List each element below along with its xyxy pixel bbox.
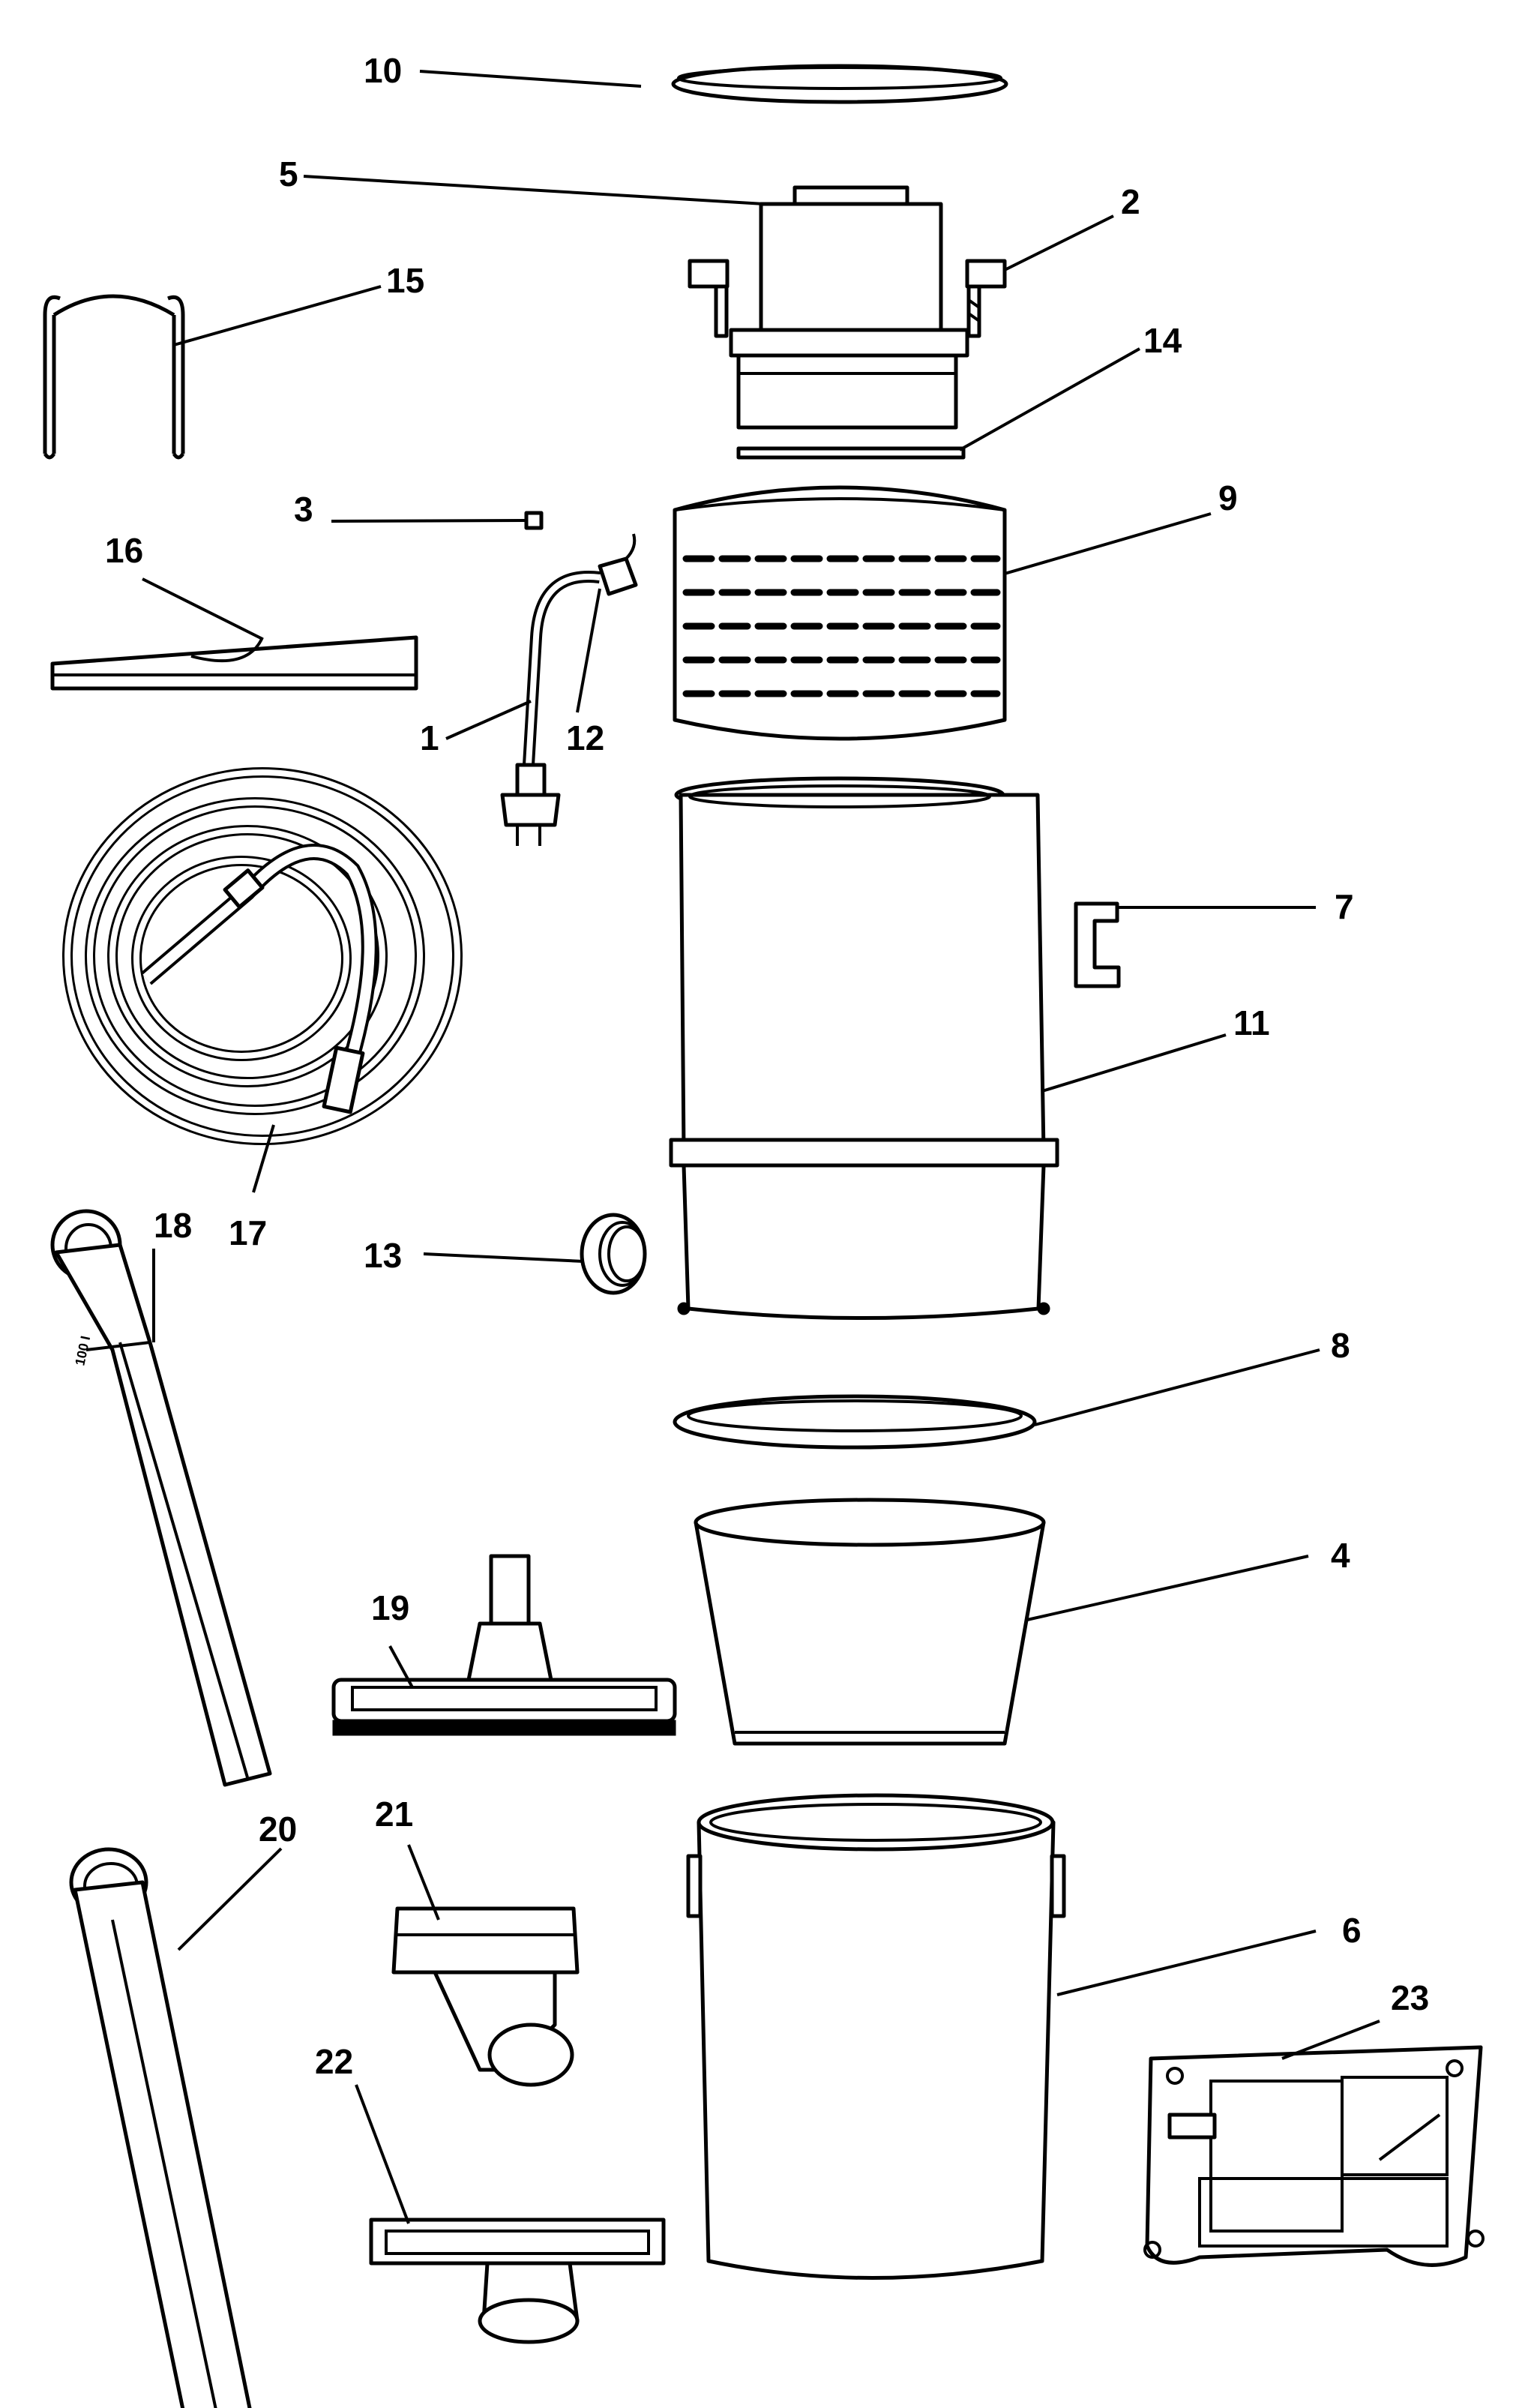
callout-12: 12	[566, 718, 604, 757]
callout-4: 4	[1331, 1536, 1350, 1575]
callout-9: 9	[1218, 478, 1238, 517]
part-14-motor-gasket	[736, 446, 966, 460]
callout-22: 22	[315, 2042, 353, 2081]
part-19-floor-tool	[331, 1554, 677, 1736]
part-21-upholstery-tool	[391, 1906, 580, 2087]
callout-17: 17	[229, 1213, 267, 1252]
callout-20: 20	[259, 1810, 297, 1849]
part-3-switch	[524, 511, 544, 530]
part-23-tool-caddy	[1143, 2045, 1485, 2267]
part-18-curved-wand: 100 I	[50, 1209, 272, 1787]
callout-16: 16	[105, 531, 143, 570]
callout-23: 23	[1391, 1978, 1429, 2017]
part-13-inlet-ring	[580, 1213, 647, 1295]
part-15-hose-hanger	[43, 294, 185, 460]
callout-21: 21	[375, 1795, 413, 1834]
part-7-bracket	[1074, 901, 1121, 988]
callout-3: 3	[294, 490, 313, 529]
callout-15: 15	[386, 261, 424, 300]
part-2-motor-bolts	[688, 259, 1007, 338]
callout-5: 5	[279, 154, 298, 193]
part-8-filter-gasket	[673, 1394, 1037, 1450]
part-5-motor	[729, 185, 969, 430]
part-9-vented-housing	[673, 485, 1007, 741]
leader-lines	[142, 70, 1380, 2224]
callout-8: 8	[1331, 1326, 1350, 1365]
callout-7: 7	[1335, 887, 1354, 926]
callout-14: 14	[1143, 321, 1182, 360]
part-22-dusting-tool	[369, 2218, 666, 2344]
part-1-power-cord	[500, 571, 601, 846]
callout-6: 6	[1342, 1911, 1362, 1950]
callout-2: 2	[1121, 182, 1140, 221]
callout-18: 18	[154, 1206, 192, 1245]
part-20-straight-wand	[69, 1847, 252, 2408]
callout-1: 1	[420, 718, 439, 757]
part-12-strain-relief	[598, 533, 638, 596]
callout-19: 19	[371, 1588, 409, 1627]
part-11-main-body	[669, 776, 1059, 1320]
callout-11: 11	[1233, 1003, 1270, 1042]
callout-labels: 10 5 2 15 14 3 9 16 1 12 7 11 18 17 13 8…	[105, 51, 1429, 2081]
part-16-crevice-tool	[50, 635, 418, 691]
part-4-filter	[694, 1498, 1046, 1746]
part-17-hose	[62, 767, 463, 1145]
callout-10: 10	[364, 51, 402, 90]
wand-marking: 100 I	[72, 1335, 93, 1367]
part-10-top-gasket	[671, 64, 1008, 104]
part-6-dirt-canister	[686, 1793, 1066, 2280]
callout-13: 13	[364, 1236, 402, 1275]
